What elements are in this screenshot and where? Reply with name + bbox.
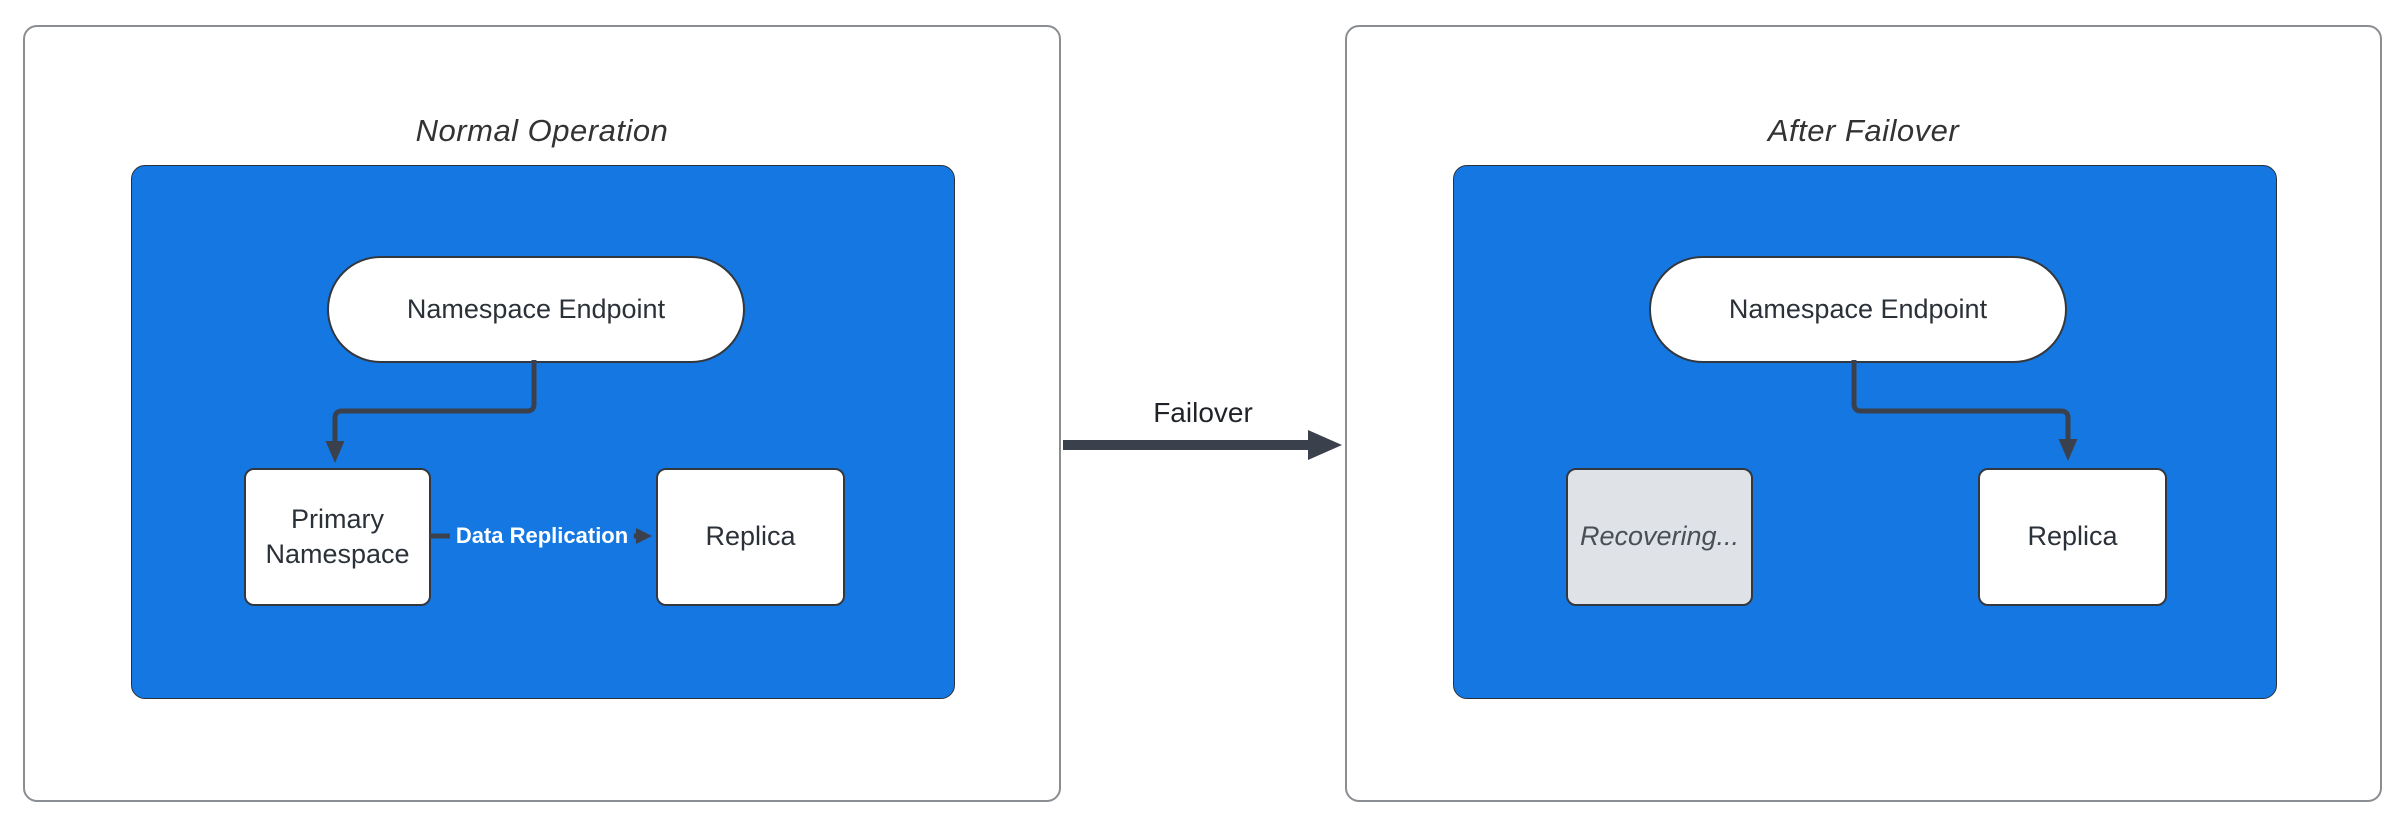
panel-title: After Failover [1767, 113, 1960, 148]
node-replica: Replica [656, 468, 845, 606]
namespace-container: Namespace Endpoint Primary Namespace Rep… [131, 165, 955, 699]
edge-label-data-replication: Data Replication [449, 521, 635, 551]
node-recovering: Recovering... [1566, 468, 1753, 606]
failover-arrowhead [1308, 430, 1342, 460]
failover-label: Failover [1147, 397, 1259, 429]
node-label: Recovering... [1579, 521, 1740, 552]
node-label: Namespace Endpoint [406, 293, 666, 324]
node-label: Replica [2027, 521, 2118, 552]
node-label: Primary Namespace [265, 503, 410, 569]
node-replica: Replica [1978, 468, 2167, 606]
panel-after-failover: After Failover Namespace Endpoint Recove… [1345, 25, 2382, 802]
panel-normal-operation: Normal Operation Namespace Endpoint Prim… [23, 25, 1061, 802]
panel-title: Normal Operation [415, 113, 669, 148]
namespace-container: Namespace Endpoint Recovering... Replica [1453, 165, 2277, 699]
node-label: Namespace Endpoint [1728, 293, 1988, 324]
node-namespace-endpoint: Namespace Endpoint [327, 256, 745, 363]
node-primary-namespace: Primary Namespace [244, 468, 431, 606]
node-label: Replica [705, 521, 796, 552]
node-namespace-endpoint: Namespace Endpoint [1649, 256, 2067, 363]
